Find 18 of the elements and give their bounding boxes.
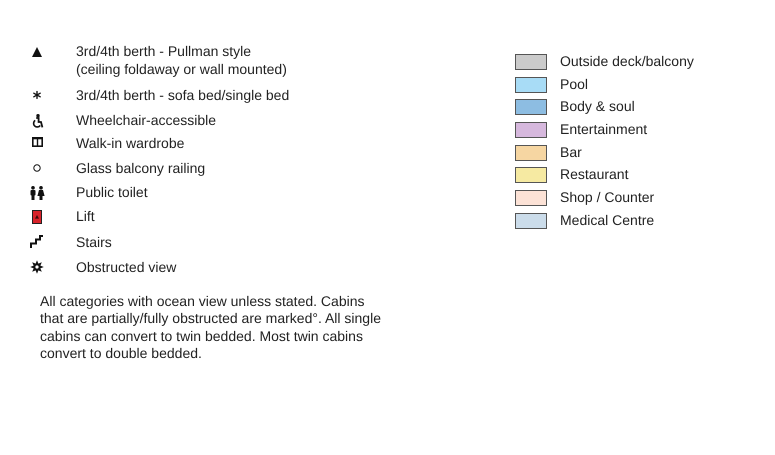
legend-label: 3rd/4th berth - sofa bed/single bed	[76, 87, 290, 105]
legend-label: Walk-in wardrobe	[76, 135, 186, 153]
legend-label: Bar	[560, 144, 582, 162]
legend-label: Body & soul	[560, 98, 635, 116]
note-text: All categories with ocean view unless stated. Cabins that are partially/fully obstructed are marked°. All single cabins can convert to twin bedded. Most twin cabins convert to double bedded.	[40, 293, 382, 362]
legend-label: Medical Centre	[560, 212, 654, 230]
legend-label: Stairs	[76, 234, 113, 252]
legend-label: Restaurant	[560, 166, 628, 184]
legend-label: Shop / Counter	[560, 189, 654, 207]
legend-label: 3rd/4th berth - Pullman style (ceiling foldaway or wall mounted)	[76, 43, 288, 78]
legend-label: Lift	[76, 208, 96, 226]
legend-label: Entertainment	[560, 121, 648, 139]
legend-label: Pool	[560, 76, 588, 94]
legend-label: Glass balcony railing	[76, 160, 206, 178]
legend-label: Wheelchair-accessible	[76, 112, 218, 130]
legend-label: Public toilet	[76, 184, 149, 202]
legend-label: Outside deck/balcony	[560, 53, 694, 71]
legend-label: Obstructed view	[76, 259, 178, 277]
